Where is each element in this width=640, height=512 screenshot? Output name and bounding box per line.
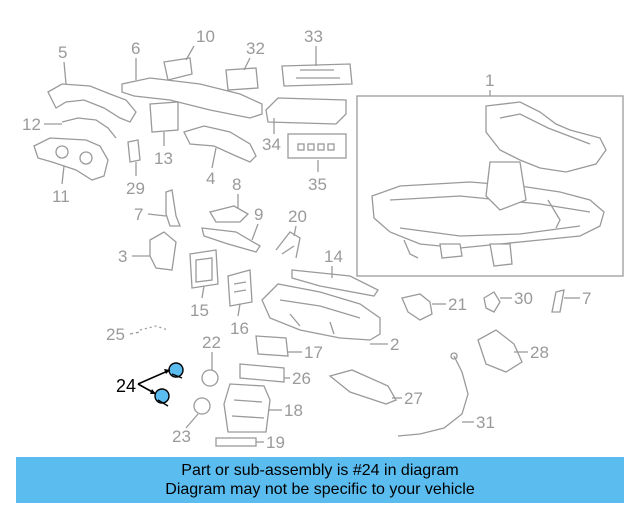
label-21: 21 — [448, 295, 467, 314]
label-6: 6 — [131, 39, 140, 58]
part-31 — [397, 355, 469, 437]
label-7-left: 7 — [134, 205, 143, 224]
label-10: 10 — [196, 27, 215, 46]
label-12: 12 — [22, 115, 41, 134]
label-24: 24 — [116, 376, 136, 396]
part-6 — [121, 77, 263, 119]
label-4: 4 — [206, 169, 215, 188]
label-15: 15 — [190, 301, 209, 320]
part-24-clips — [154, 362, 184, 407]
part-30 — [483, 291, 501, 313]
part-25 — [139, 325, 169, 331]
part-34 — [265, 97, 347, 125]
part-2 — [261, 283, 381, 341]
label-19: 19 — [266, 433, 285, 452]
label-20: 20 — [288, 207, 307, 226]
part-9 — [201, 227, 261, 253]
label-14: 14 — [324, 247, 343, 266]
part-12 — [61, 117, 117, 139]
part-23 — [193, 397, 211, 415]
part-35 — [287, 133, 347, 159]
part-32 — [225, 67, 259, 91]
label-16: 16 — [230, 319, 249, 338]
part-26 — [239, 363, 285, 383]
part-8 — [208, 205, 250, 223]
label-30: 30 — [514, 289, 533, 308]
part-7-left — [165, 189, 181, 227]
label-28: 28 — [530, 343, 549, 362]
part-5 — [47, 83, 137, 123]
label-11: 11 — [52, 187, 70, 206]
part-14 — [291, 269, 379, 297]
label-18: 18 — [284, 401, 303, 420]
label-31: 31 — [476, 413, 495, 432]
part-21 — [401, 293, 433, 321]
label-8: 8 — [232, 175, 241, 194]
part-13 — [149, 101, 179, 133]
part-27 — [328, 369, 397, 405]
label-33: 33 — [304, 27, 323, 46]
part-17 — [255, 335, 289, 357]
part-4 — [183, 125, 257, 163]
label-22: 22 — [202, 333, 221, 352]
part-1-dash-frame — [371, 101, 607, 267]
label-35: 35 — [308, 175, 327, 194]
part-22 — [201, 369, 219, 387]
exploded-parts-diagram: 1 5 6 10 32 33 34 35 12 11 13 4 29 — [22, 27, 624, 452]
part-29 — [127, 139, 141, 163]
part-24-clip-lower — [154, 388, 170, 404]
part-18 — [223, 383, 271, 433]
label-3: 3 — [118, 247, 127, 266]
info-banner: Part or sub-assembly is #24 in diagram D… — [16, 457, 624, 503]
label-26: 26 — [292, 369, 311, 388]
part-11 — [33, 137, 109, 181]
label-2: 2 — [390, 335, 399, 354]
label-34: 34 — [262, 135, 281, 154]
part-7-right — [551, 289, 565, 313]
label-7-right: 7 — [582, 289, 591, 308]
part-33 — [281, 63, 353, 87]
banner-line-1: Part or sub-assembly is #24 in diagram — [181, 462, 459, 479]
part-28 — [477, 329, 523, 373]
label-29: 29 — [126, 179, 145, 198]
label-9: 9 — [254, 205, 263, 224]
label-27: 27 — [404, 389, 423, 408]
part-19 — [215, 437, 257, 447]
part-15 — [189, 249, 219, 289]
part-20 — [275, 231, 301, 259]
label-5: 5 — [58, 43, 67, 62]
label-32: 32 — [246, 39, 265, 58]
label-13: 13 — [154, 149, 173, 168]
label-17: 17 — [304, 343, 323, 362]
label-25: 25 — [106, 325, 125, 344]
part-10 — [163, 57, 193, 81]
part-16 — [227, 269, 253, 307]
label-23: 23 — [172, 427, 191, 446]
label-1: 1 — [485, 71, 494, 90]
banner-line-2: Diagram may not be specific to your vehi… — [165, 481, 475, 498]
part-3 — [149, 231, 177, 271]
